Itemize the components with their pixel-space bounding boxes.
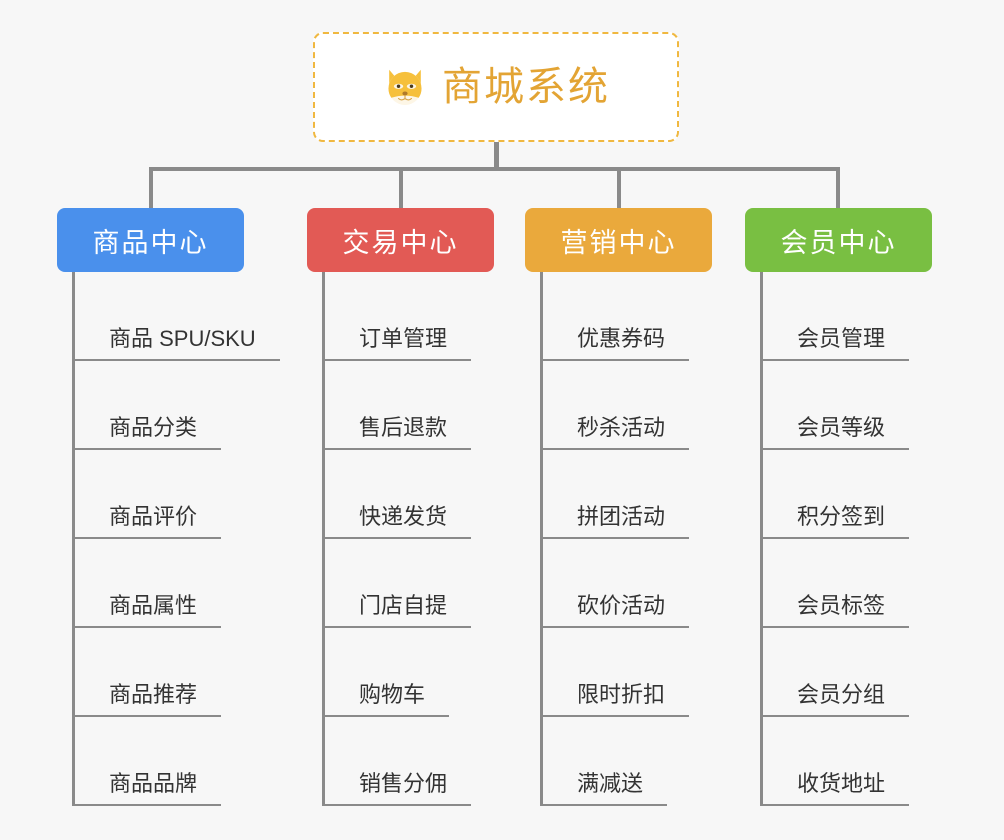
list-item[interactable]: 售后退款	[325, 361, 494, 450]
branch-header-4[interactable]: 会员中心	[745, 208, 932, 272]
leaf-stack-3: 优惠券码 秒杀活动 拼团活动 砍价活动 限时折扣 满减送	[540, 272, 712, 806]
leaf-label: 限时折扣	[543, 682, 690, 717]
list-item[interactable]: 拼团活动	[543, 450, 712, 539]
leaf-label: 商品分类	[75, 415, 222, 450]
branch-header-label-4: 会员中心	[780, 227, 897, 258]
leaf-label: 秒杀活动	[543, 415, 690, 450]
branch-column-4: 会员中心 会员管理 会员等级 积分签到 会员标签 会员分组 收货地址	[745, 208, 932, 806]
list-item[interactable]: 门店自提	[325, 539, 494, 628]
list-item[interactable]: 商品推荐	[75, 628, 280, 717]
list-item[interactable]: 销售分佣	[325, 717, 494, 806]
connector-drop-1	[149, 167, 153, 209]
leaf-label: 销售分佣	[325, 771, 472, 806]
connector-drop-3	[617, 167, 621, 209]
leaf-label: 会员等级	[763, 415, 910, 450]
root-node[interactable]: 商城系统	[313, 32, 679, 142]
leaf-stack-2: 订单管理 售后退款 快递发货 门店自提 购物车 销售分佣	[322, 272, 494, 806]
leaf-label: 商品属性	[75, 593, 222, 628]
leaf-label: 商品评价	[75, 504, 222, 539]
leaf-label: 商品 SPU/SKU	[75, 326, 280, 361]
leaf-label: 砍价活动	[543, 593, 690, 628]
branch-header-label-3: 营销中心	[560, 227, 677, 258]
leaf-label: 会员管理	[763, 326, 910, 361]
list-item[interactable]: 积分签到	[763, 450, 932, 539]
list-item[interactable]: 砍价活动	[543, 539, 712, 628]
leaf-stack-4: 会员管理 会员等级 积分签到 会员标签 会员分组 收货地址	[760, 272, 932, 806]
branch-header-label-1: 商品中心	[92, 227, 209, 258]
leaf-label: 快递发货	[325, 504, 472, 539]
branch-column-2: 交易中心 订单管理 售后退款 快递发货 门店自提 购物车 销售分佣	[307, 208, 494, 806]
leaf-label: 优惠券码	[543, 326, 690, 361]
branch-column-3: 营销中心 优惠券码 秒杀活动 拼团活动 砍价活动 限时折扣 满减送	[525, 208, 712, 806]
leaf-label: 会员分组	[763, 682, 910, 717]
branch-header-label-2: 交易中心	[342, 227, 459, 258]
list-item[interactable]: 快递发货	[325, 450, 494, 539]
leaf-label: 积分签到	[763, 504, 910, 539]
branch-column-1: 商品中心 商品 SPU/SKU 商品分类 商品评价 商品属性 商品推荐 商品品牌	[57, 208, 280, 806]
list-item[interactable]: 商品 SPU/SKU	[75, 272, 280, 361]
branch-header-2[interactable]: 交易中心	[307, 208, 494, 272]
list-item[interactable]: 商品评价	[75, 450, 280, 539]
leaf-label: 收货地址	[763, 771, 910, 806]
leaf-stack-1: 商品 SPU/SKU 商品分类 商品评价 商品属性 商品推荐 商品品牌	[72, 272, 280, 806]
list-item[interactable]: 购物车	[325, 628, 494, 717]
leaf-label: 商品品牌	[75, 771, 222, 806]
leaf-label: 购物车	[325, 682, 450, 717]
root-title: 商城系统	[442, 65, 610, 109]
list-item[interactable]: 商品属性	[75, 539, 280, 628]
leaf-label: 商品推荐	[75, 682, 222, 717]
list-item[interactable]: 会员等级	[763, 361, 932, 450]
leaf-label: 拼团活动	[543, 504, 690, 539]
connector-root-stem	[494, 142, 499, 169]
connector-drop-2	[399, 167, 403, 209]
connector-trunk-bar	[149, 167, 840, 171]
list-item[interactable]: 订单管理	[325, 272, 494, 361]
list-item[interactable]: 收货地址	[763, 717, 932, 806]
shiba-dog-face-icon	[382, 64, 428, 110]
leaf-label: 满减送	[543, 771, 668, 806]
branch-header-1[interactable]: 商品中心	[57, 208, 244, 272]
leaf-label: 会员标签	[763, 593, 910, 628]
list-item[interactable]: 限时折扣	[543, 628, 712, 717]
list-item[interactable]: 商品分类	[75, 361, 280, 450]
list-item[interactable]: 优惠券码	[543, 272, 712, 361]
branch-header-3[interactable]: 营销中心	[525, 208, 712, 272]
list-item[interactable]: 会员标签	[763, 539, 932, 628]
list-item[interactable]: 商品品牌	[75, 717, 280, 806]
list-item[interactable]: 秒杀活动	[543, 361, 712, 450]
list-item[interactable]: 会员管理	[763, 272, 932, 361]
leaf-label: 订单管理	[325, 326, 472, 361]
connector-drop-4	[836, 167, 840, 209]
list-item[interactable]: 满减送	[543, 717, 712, 806]
leaf-label: 售后退款	[325, 415, 472, 450]
list-item[interactable]: 会员分组	[763, 628, 932, 717]
leaf-label: 门店自提	[325, 593, 472, 628]
